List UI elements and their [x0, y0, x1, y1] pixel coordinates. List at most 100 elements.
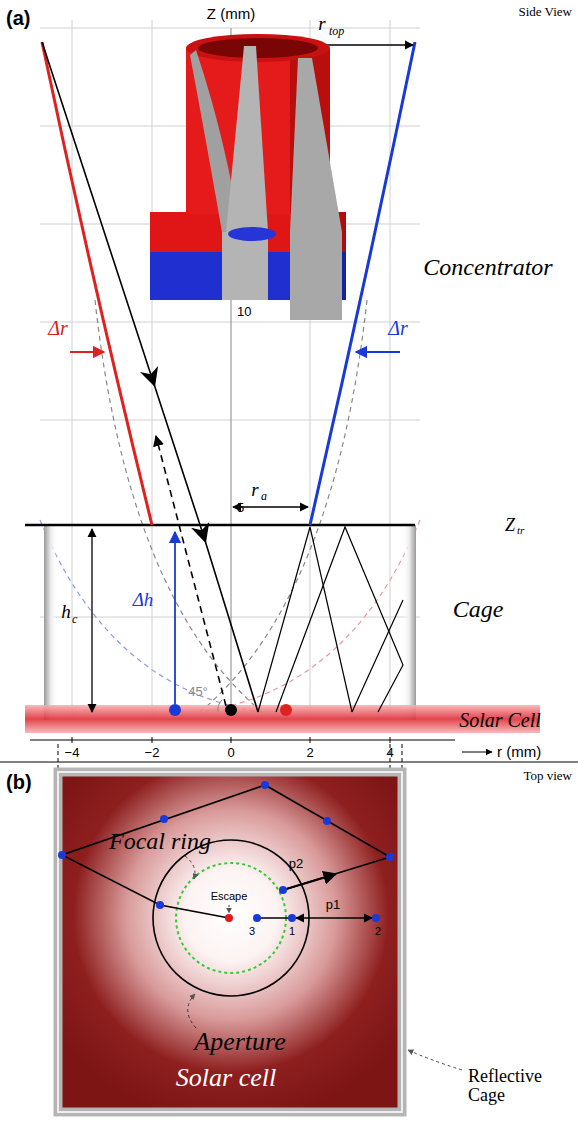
- path-label: p1: [326, 898, 340, 912]
- leader-line: [408, 1050, 462, 1070]
- r-axis: [30, 737, 492, 752]
- angle-label: 45°: [188, 685, 208, 699]
- figure-shape: [228, 227, 276, 241]
- cage: [25, 525, 416, 720]
- dimensions: [92, 45, 413, 712]
- top-view: [58, 772, 402, 1112]
- figure-shape: [231, 737, 232, 743]
- tick-label: 5: [237, 501, 244, 515]
- figure-shape: [58, 772, 402, 1112]
- region-label: Concentrator: [423, 255, 552, 280]
- figure-shape: [258, 527, 352, 712]
- figure-shape: [95, 300, 262, 712]
- shift-label: Δr: [48, 318, 68, 339]
- figure-shape: [200, 300, 367, 712]
- figure-shape: [91, 529, 92, 712]
- figure-shape: [40, 420, 420, 421]
- point-label: Escape: [211, 891, 248, 903]
- figure-shape: [390, 737, 391, 743]
- figure-shape: [198, 38, 318, 58]
- figure-shape: [279, 886, 287, 894]
- figure-shape: [160, 815, 168, 823]
- figure-shape: [40, 617, 420, 618]
- figure-shape: [352, 600, 403, 712]
- solar-cell: [25, 705, 540, 733]
- divider: [0, 762, 578, 763]
- figure-shape: [372, 914, 380, 922]
- tick-label: 4: [386, 746, 393, 760]
- dots: [169, 704, 292, 716]
- figure-shape: [156, 901, 164, 909]
- reflected-rays: [258, 527, 403, 712]
- dimension-label: r: [251, 480, 258, 500]
- figure-shape: [72, 737, 73, 743]
- figure-shape: [296, 917, 372, 918]
- figure-shape: [290, 58, 342, 232]
- subscript: c: [72, 613, 77, 626]
- figure-shape: [62, 785, 390, 918]
- view-title: Top view: [523, 769, 572, 783]
- figure-shape: [225, 704, 237, 716]
- tick-label: 2: [306, 746, 313, 760]
- figure-shape: [58, 781, 394, 922]
- path-label: p2: [289, 857, 303, 871]
- tick-label: 0: [227, 746, 234, 760]
- figure-shape: [229, 905, 230, 913]
- figure-shape: [152, 20, 153, 715]
- figure-shape: [152, 737, 153, 743]
- figure-shape: [462, 752, 492, 753]
- axis-title: r (mm): [497, 744, 541, 760]
- figure-shape: [185, 856, 195, 879]
- point-label: 3: [249, 926, 255, 938]
- figure-shape: [222, 232, 268, 300]
- figure-shape: [402, 744, 403, 770]
- figure-shape: [280, 704, 292, 716]
- figure-shape: [290, 232, 342, 320]
- parabola-traces: [40, 300, 420, 712]
- figure-shape: [58, 744, 59, 770]
- point-label: 2: [375, 926, 381, 938]
- figure-shape: [58, 772, 402, 1112]
- axis-title: Z (mm): [207, 6, 255, 22]
- figure-shape: [169, 704, 181, 716]
- panel-label: (a): [6, 8, 30, 29]
- shift-label: Δr: [388, 318, 408, 339]
- dimension-label: r: [318, 14, 325, 34]
- region-label: Solar Cell: [459, 710, 541, 731]
- figure-shape: [390, 20, 391, 715]
- tick-label: 10: [237, 305, 251, 319]
- tick-label: −2: [145, 746, 160, 760]
- figure-shape: [253, 914, 261, 922]
- subscript: tr: [517, 525, 524, 537]
- figure-shape: [233, 506, 308, 507]
- escape-ray: [156, 436, 226, 706]
- angle-arc: [218, 700, 222, 712]
- panel-label: (b): [6, 772, 32, 793]
- dimension-label: h: [61, 602, 71, 622]
- height-arrow: [174, 532, 176, 704]
- figure-shape: [283, 874, 336, 890]
- figure-shape: [402, 525, 416, 720]
- dimension-label: Δh: [133, 590, 154, 610]
- figure-shape: [386, 853, 394, 861]
- view-title: Side View: [518, 5, 572, 19]
- concentrator-3d: [150, 34, 346, 320]
- region-label: Aperture: [194, 1028, 285, 1055]
- shift-arrow: [356, 351, 400, 353]
- figure-shape: [261, 781, 269, 789]
- subscript: a: [261, 490, 267, 503]
- grid: [40, 20, 420, 715]
- figure-shape: [72, 20, 73, 715]
- figure-shape: [153, 840, 309, 996]
- figure-shape: [188, 994, 196, 1028]
- shift-arrow: [70, 351, 104, 353]
- region-label: Reflective Cage: [468, 1067, 560, 1105]
- level-label: Z: [505, 516, 515, 535]
- figure-shape: [58, 772, 402, 1112]
- figure-shape: [44, 525, 58, 720]
- figure-shape: [226, 46, 268, 232]
- figure-shape: [186, 34, 330, 62]
- figure-shape: [288, 914, 296, 922]
- figure-shape: [30, 740, 455, 741]
